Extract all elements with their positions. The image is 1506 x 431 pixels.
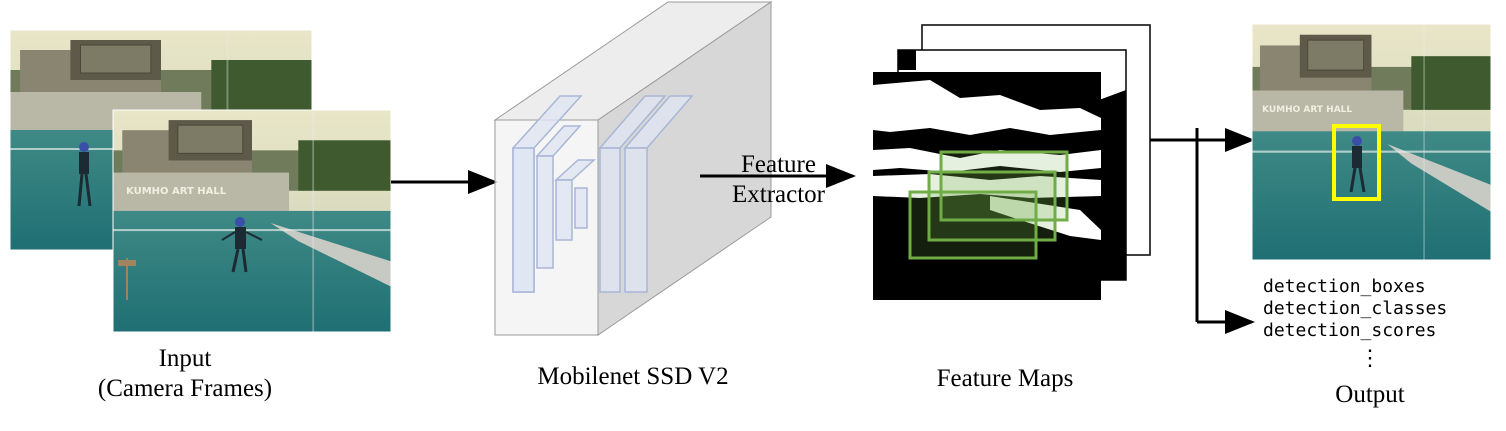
input-frame-front: KUMHO ART HALL <box>112 109 392 333</box>
model-label: Mobilenet SSD V2 <box>537 363 729 390</box>
output-fields-list: detection_boxes detection_classes detect… <box>1263 276 1447 342</box>
person-figure-output <box>1349 136 1366 193</box>
extractor-label-line2: Extractor <box>731 181 825 208</box>
extractor-label-line1: Feature <box>741 151 816 178</box>
model-block <box>493 1 773 336</box>
person-figure-back <box>77 142 92 207</box>
output-label: Output <box>1335 381 1405 408</box>
network-layers <box>512 95 694 293</box>
output-frame: KUMHO ART HALL <box>1251 23 1492 261</box>
frame-sign-text: KUMHO ART HALL <box>126 186 227 197</box>
feature-map-front <box>873 72 1101 300</box>
input-label: Input (Camera Frames) <box>60 344 310 404</box>
input-label-line2: (Camera Frames) <box>97 375 273 402</box>
person-figure-front <box>221 217 263 273</box>
output-continuation: ⋮ <box>1359 345 1381 370</box>
feature-map-boxes <box>908 150 1069 260</box>
output-sign-text: KUMHO ART HALL <box>1262 105 1352 115</box>
feature-map-stack <box>873 24 1151 300</box>
extractor-label: Feature Extractor <box>716 150 841 210</box>
input-label-line1: Input <box>158 345 212 372</box>
feature-maps-label: Feature Maps <box>936 365 1074 392</box>
output-field-scores: detection_scores <box>1263 320 1437 341</box>
output-arrows <box>1150 128 1255 334</box>
output-field-classes: detection_classes <box>1263 298 1448 319</box>
output-field-boxes: detection_boxes <box>1263 276 1426 297</box>
detection-box <box>1332 124 1381 201</box>
